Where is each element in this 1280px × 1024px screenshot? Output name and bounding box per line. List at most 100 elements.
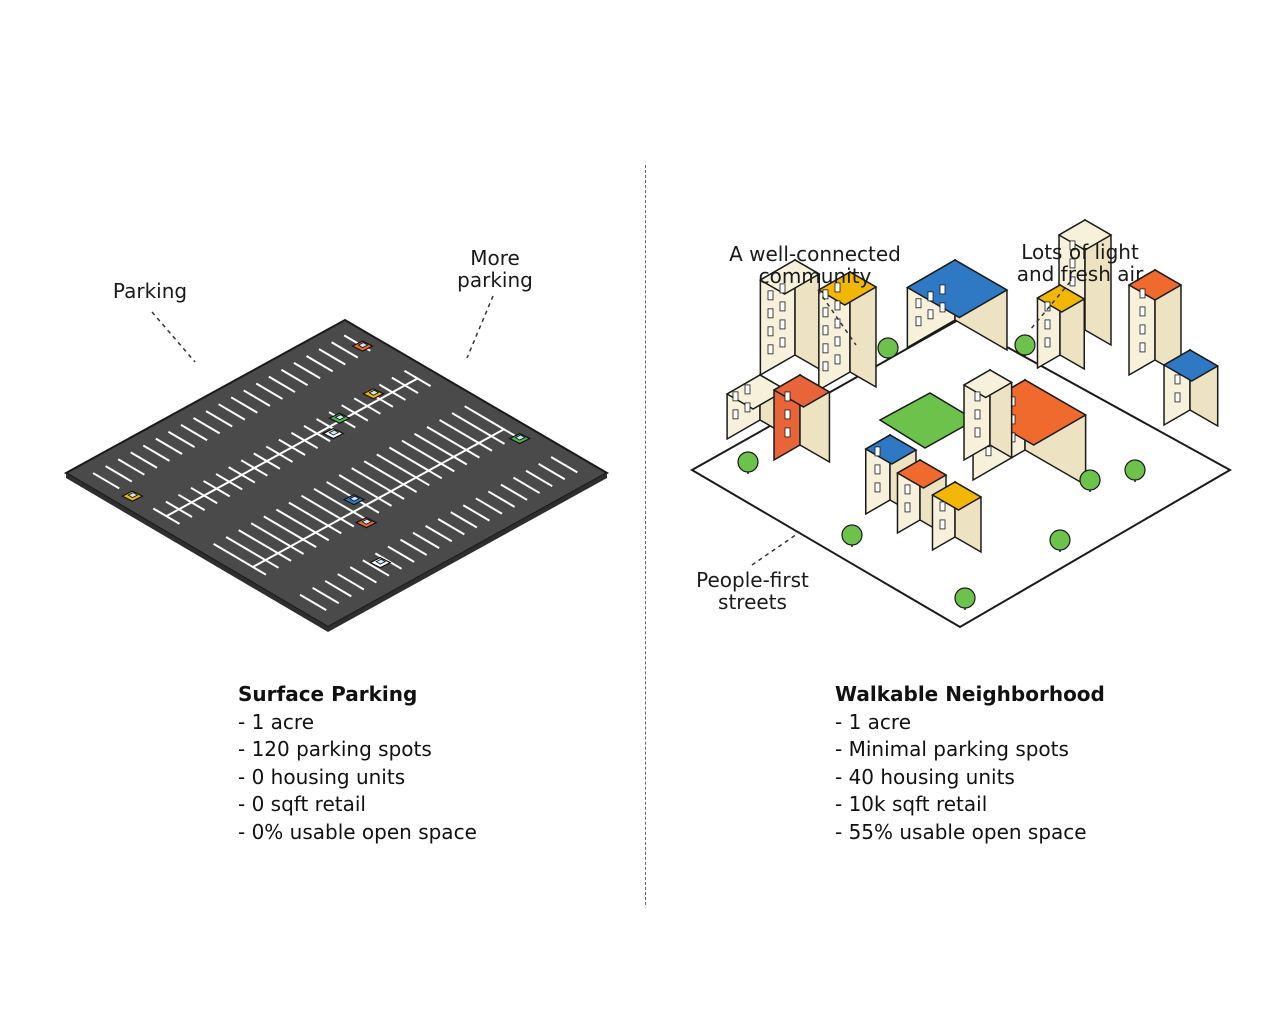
stall-line <box>550 456 578 474</box>
stall-line <box>439 419 467 437</box>
callout-leader-light <box>1029 281 1071 331</box>
stat-item: - 0% usable open space <box>238 819 477 844</box>
parking-lot-illustration <box>63 295 610 632</box>
stall-line <box>401 439 429 457</box>
stat-item: - 40 housing units <box>835 764 1015 789</box>
callout-leader-more-parking <box>466 295 494 359</box>
stall-line <box>402 468 430 487</box>
street-trees <box>737 334 1146 610</box>
callout-leader-community <box>817 289 857 346</box>
stat-item: - 0 sqft retail <box>238 792 366 816</box>
stall-line <box>389 475 418 493</box>
stall-line <box>451 412 479 430</box>
stall-line <box>326 481 354 499</box>
walkable-neighborhood-list: - 1 acre - Minimal parking spots - 40 ho… <box>835 709 1105 847</box>
tree <box>877 337 899 360</box>
walkable-neighborhood-stats: Walkable Neighborhood - 1 acre - Minimal… <box>835 681 1105 846</box>
stall-line <box>362 559 390 577</box>
stall-line <box>165 500 193 518</box>
stall-line <box>213 543 241 561</box>
stall-line <box>387 545 415 563</box>
car <box>508 432 532 445</box>
stall-line <box>465 434 493 452</box>
stall-line <box>464 405 492 423</box>
tree <box>1049 529 1071 552</box>
stall-line <box>192 417 221 435</box>
stat-item: - 0 housing units <box>238 764 406 789</box>
stall-line <box>255 382 283 400</box>
callout-people-first: People-first streets <box>696 568 809 614</box>
stall-line <box>228 466 256 484</box>
stall-line <box>289 530 317 549</box>
stall-line <box>391 376 419 394</box>
stall-line <box>324 580 352 598</box>
stall-line <box>305 355 334 373</box>
parking-lot-surface <box>63 318 610 629</box>
stall-line <box>180 423 208 442</box>
stall-line <box>230 396 258 414</box>
stall-line <box>155 437 183 455</box>
surface-parking-stats: Surface Parking - 1 acre - 120 parking s… <box>238 681 477 846</box>
building <box>1127 268 1183 377</box>
stall-line <box>218 403 246 421</box>
stall-line <box>92 472 120 490</box>
stall-line <box>351 467 379 485</box>
building <box>817 270 878 392</box>
stat-item: - 120 parking spots <box>238 737 432 761</box>
stall-line <box>177 493 206 511</box>
stall-line <box>203 480 231 498</box>
stall-line <box>225 536 253 554</box>
car <box>351 340 374 352</box>
stall-line <box>278 438 306 456</box>
car <box>354 517 378 529</box>
stall-line <box>477 427 506 445</box>
stat-item: - Minimal parking spots <box>835 737 1069 761</box>
stall-line <box>215 473 243 491</box>
stall-line <box>238 529 266 547</box>
stall-line <box>363 460 391 478</box>
car <box>321 427 345 440</box>
stall-line <box>299 593 327 611</box>
stat-item: - 1 acre <box>835 709 911 734</box>
stall-line <box>240 459 268 477</box>
stall-line <box>412 531 440 550</box>
stall-line <box>512 476 541 494</box>
tree <box>1014 334 1036 357</box>
walkable-neighborhood-title: Walkable Neighborhood <box>835 682 1105 706</box>
stall-line <box>338 474 366 492</box>
stall-line <box>426 425 454 444</box>
stall-line <box>500 483 528 501</box>
car <box>368 556 392 569</box>
stall-line <box>300 494 329 512</box>
parked-cars <box>121 340 532 569</box>
stall-line <box>265 445 294 463</box>
stall-line <box>239 558 267 576</box>
stall-line <box>280 368 309 387</box>
callout-parking: Parking <box>112 279 188 303</box>
stall-line <box>403 369 432 388</box>
stall-line <box>167 430 196 449</box>
buildings <box>725 218 1220 554</box>
tree <box>737 451 759 474</box>
stall-line <box>288 501 316 519</box>
stall-line <box>243 389 271 407</box>
parking-lot-side <box>66 473 328 632</box>
surface-parking-list: - 1 acre - 120 parking spots - 0 housing… <box>238 709 477 847</box>
car <box>362 388 385 400</box>
stall-line <box>331 341 359 359</box>
stall-line <box>427 455 455 473</box>
stall-line <box>341 404 369 422</box>
stat-item: - 10k sqft retail <box>835 792 988 816</box>
building <box>1035 283 1086 371</box>
tree <box>954 587 976 610</box>
stall-line <box>302 524 330 542</box>
stall-line <box>353 397 381 415</box>
stall-line <box>253 452 281 470</box>
stall-line <box>339 503 367 521</box>
stall-line <box>399 538 428 556</box>
stall-line <box>293 362 321 380</box>
stall-line <box>440 448 468 466</box>
stall-line <box>263 515 291 533</box>
stall-line <box>452 441 480 459</box>
